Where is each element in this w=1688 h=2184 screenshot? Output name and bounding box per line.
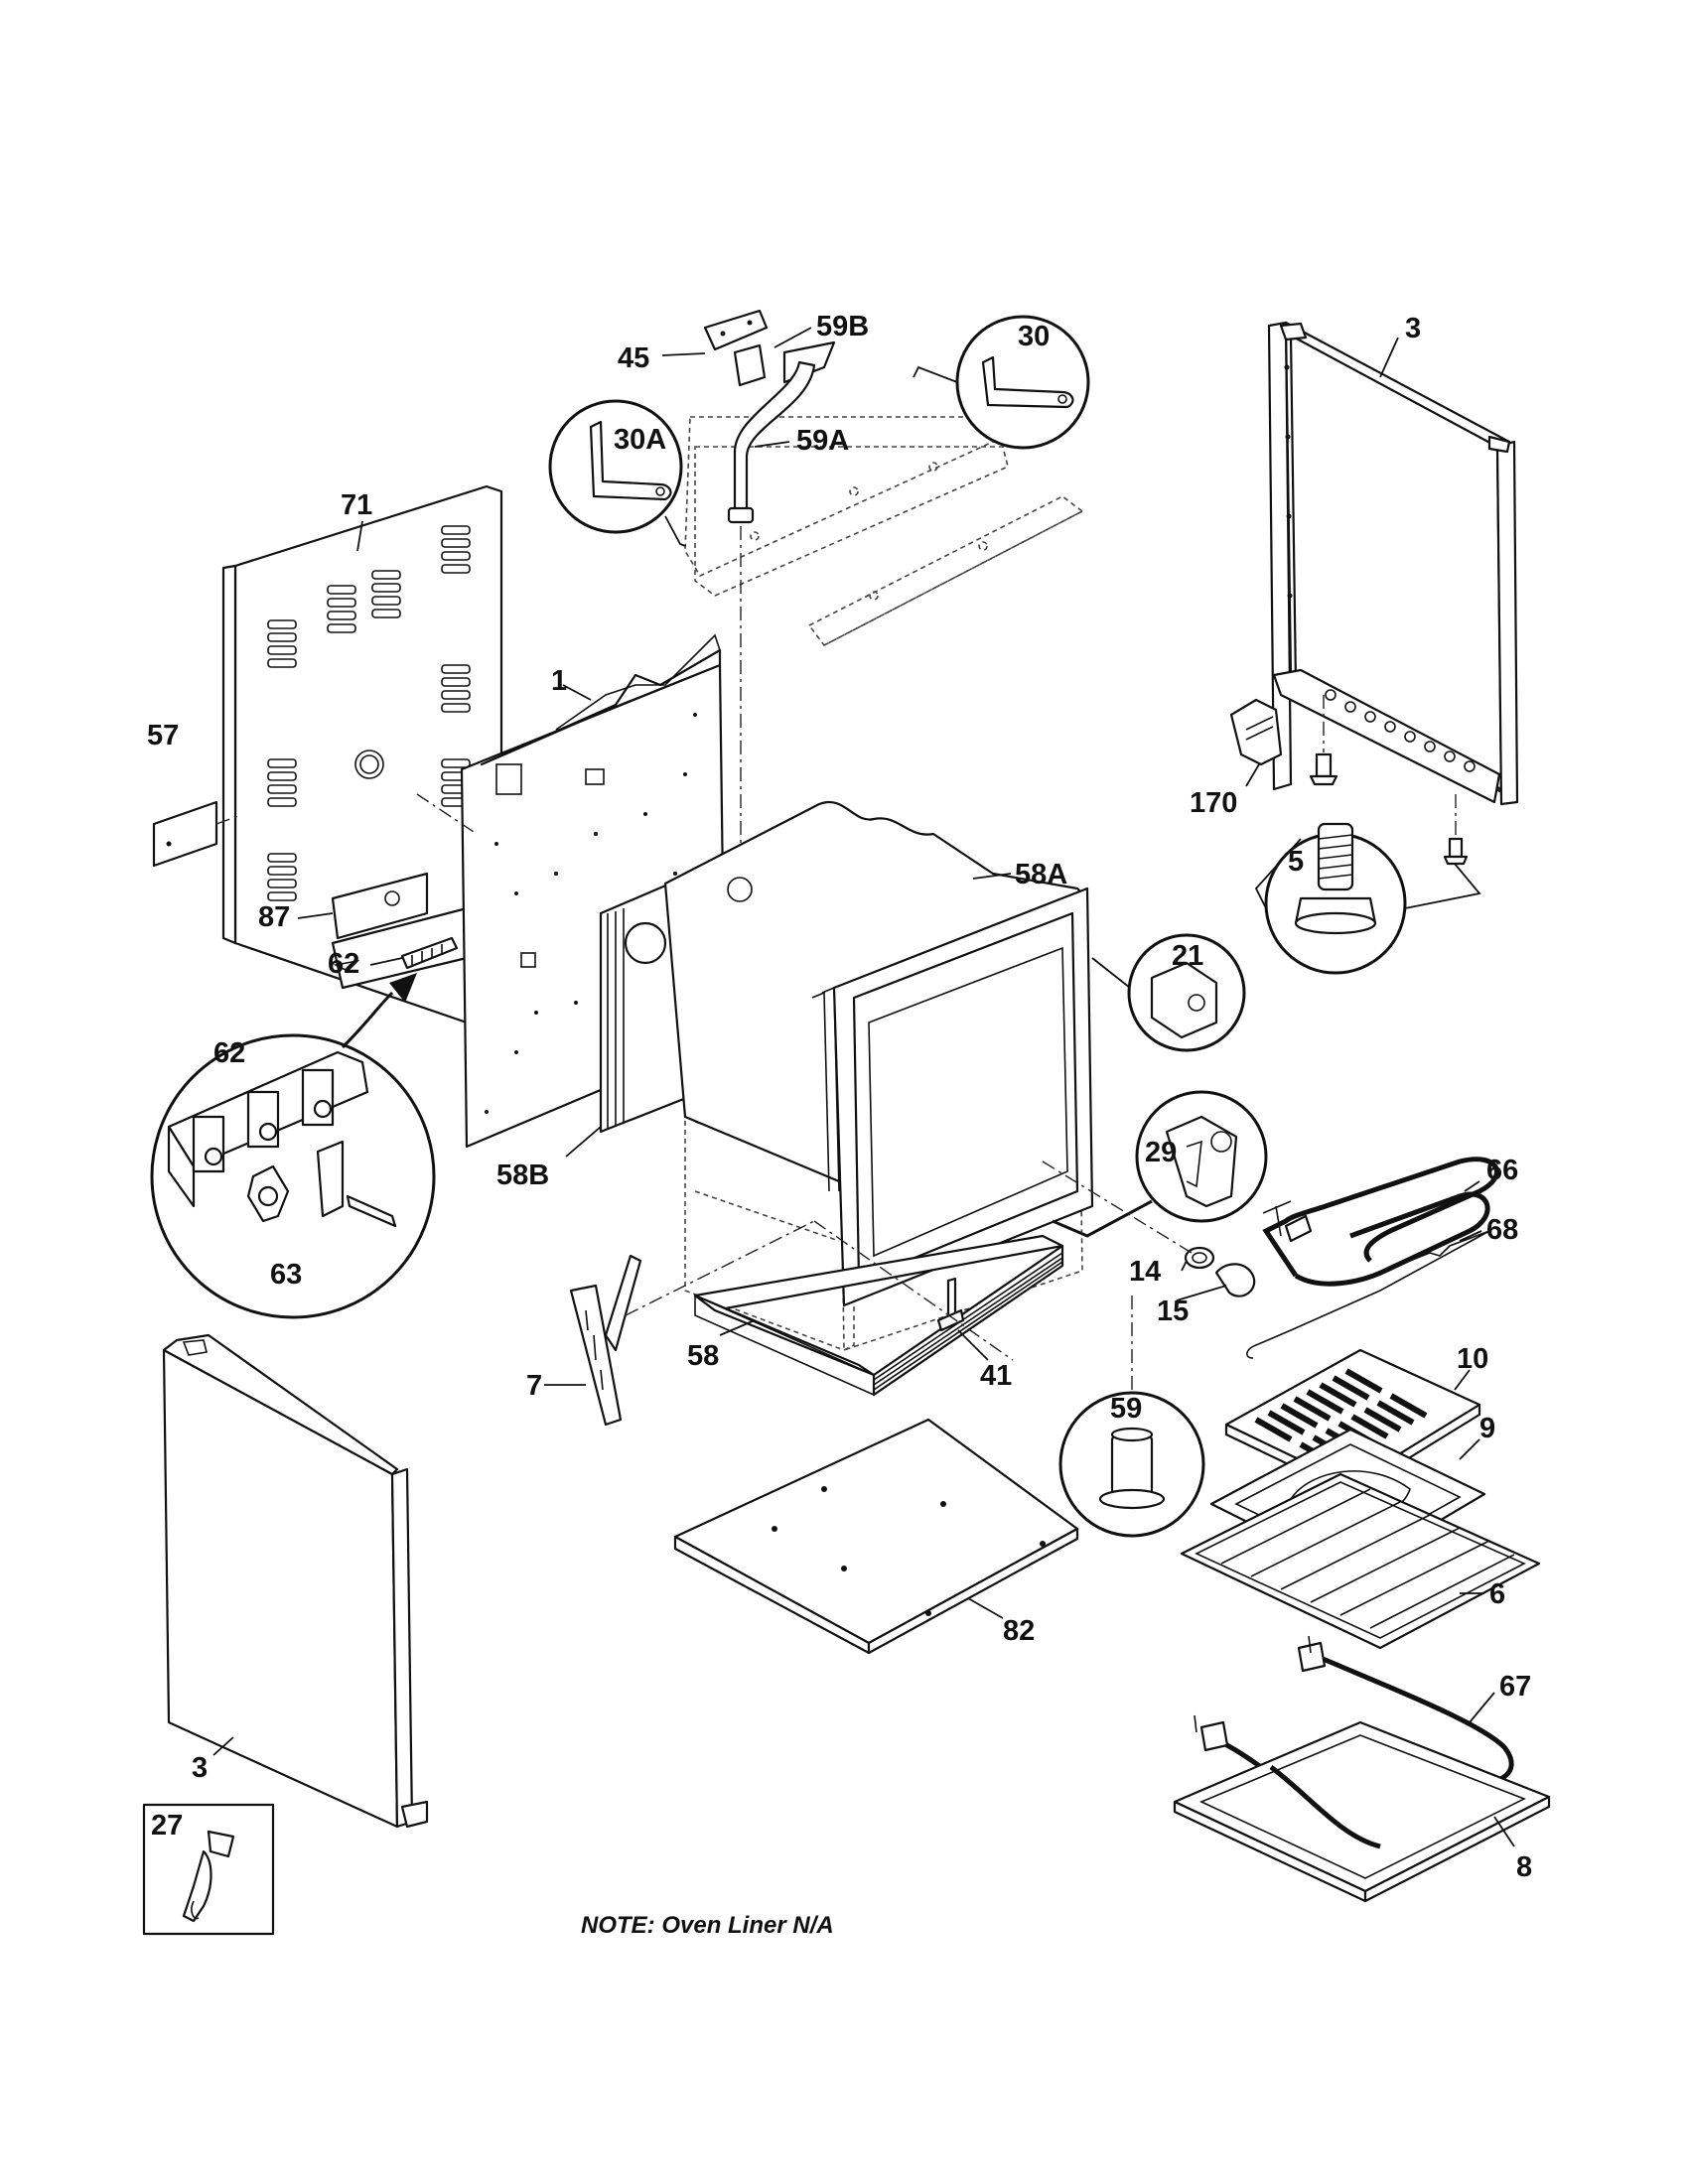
callout-62-detail bbox=[150, 973, 436, 1319]
top-rails bbox=[684, 416, 1084, 647]
leveling-leg-small-2 bbox=[1443, 794, 1469, 866]
label-59b: 59B bbox=[816, 311, 869, 342]
side-panel-3-bottom bbox=[162, 1333, 429, 1829]
label-9: 9 bbox=[1479, 1413, 1495, 1444]
part-labels: 45 59B 30 3 30A 59A 71 1 57 170 5 58A 87… bbox=[147, 311, 1532, 1883]
side-panel-3-top bbox=[1267, 321, 1519, 806]
wire-68 bbox=[1246, 1230, 1490, 1359]
label-66: 66 bbox=[1486, 1155, 1518, 1186]
terminal-block-62 bbox=[400, 936, 459, 970]
label-15: 15 bbox=[1157, 1296, 1189, 1327]
callout-59 bbox=[1058, 1291, 1205, 1538]
label-62: 62 bbox=[328, 948, 359, 980]
label-41: 41 bbox=[980, 1360, 1012, 1392]
callout-30a bbox=[548, 399, 686, 547]
oven-cavity bbox=[599, 800, 1094, 1352]
label-6: 6 bbox=[1489, 1578, 1505, 1610]
door-hinge-7 bbox=[569, 1254, 642, 1427]
leader-lines bbox=[212, 327, 1515, 1847]
label-5: 5 bbox=[1288, 846, 1304, 878]
label-170: 170 bbox=[1190, 787, 1237, 819]
label-63: 63 bbox=[270, 1259, 302, 1291]
note-text: NOTE: Oven Liner N/A bbox=[581, 1912, 834, 1939]
leg-bracket-170 bbox=[1229, 698, 1283, 766]
label-10: 10 bbox=[1457, 1343, 1488, 1375]
rack-wires bbox=[1220, 1488, 1515, 1629]
bake-element-66 bbox=[1262, 1157, 1499, 1287]
cavity-bottom-58 bbox=[693, 1234, 1064, 1397]
label-59a: 59A bbox=[796, 425, 849, 457]
cover-plate-57 bbox=[152, 800, 239, 868]
label-45: 45 bbox=[618, 342, 649, 374]
label-27: 27 bbox=[151, 1810, 183, 1842]
label-30: 30 bbox=[1018, 321, 1050, 352]
label-8: 8 bbox=[1516, 1851, 1532, 1883]
label-21: 21 bbox=[1172, 940, 1203, 972]
label-58b: 58B bbox=[496, 1160, 549, 1191]
bottom-panel-82 bbox=[673, 1418, 1079, 1655]
callout-21 bbox=[1091, 933, 1246, 1052]
label-58: 58 bbox=[687, 1340, 719, 1372]
label-62-detail: 62 bbox=[213, 1037, 245, 1069]
label-3-bottom: 3 bbox=[192, 1752, 208, 1784]
callout-29 bbox=[1052, 1090, 1268, 1238]
label-58a: 58A bbox=[1015, 859, 1067, 890]
label-7: 7 bbox=[526, 1370, 542, 1402]
leveling-leg-small-1 bbox=[1309, 695, 1338, 786]
broil-panel-8 bbox=[1173, 1720, 1551, 1903]
label-1: 1 bbox=[551, 665, 567, 697]
label-67: 67 bbox=[1499, 1671, 1531, 1703]
callout-30 bbox=[913, 315, 1090, 450]
label-29: 29 bbox=[1145, 1137, 1177, 1168]
label-71: 71 bbox=[341, 489, 372, 521]
label-82: 82 bbox=[1003, 1615, 1035, 1647]
callout-5 bbox=[1254, 822, 1481, 975]
label-57: 57 bbox=[147, 720, 179, 751]
label-59: 59 bbox=[1110, 1393, 1142, 1425]
rear-panel-71 bbox=[221, 484, 503, 1024]
label-30a: 30A bbox=[614, 424, 666, 456]
oven-rack-6 bbox=[1180, 1472, 1541, 1650]
vent-bracket-45 bbox=[703, 309, 836, 387]
lamp-bulb-15 bbox=[1214, 1263, 1256, 1297]
label-87: 87 bbox=[258, 901, 290, 933]
clip-box-27 bbox=[142, 1803, 275, 1936]
label-3-top: 3 bbox=[1405, 313, 1421, 344]
label-68: 68 bbox=[1486, 1214, 1518, 1246]
label-14: 14 bbox=[1129, 1256, 1161, 1288]
lamp-socket-14 bbox=[1184, 1246, 1215, 1270]
vent-tube-59a bbox=[727, 360, 816, 893]
clip-41 bbox=[936, 1277, 965, 1332]
